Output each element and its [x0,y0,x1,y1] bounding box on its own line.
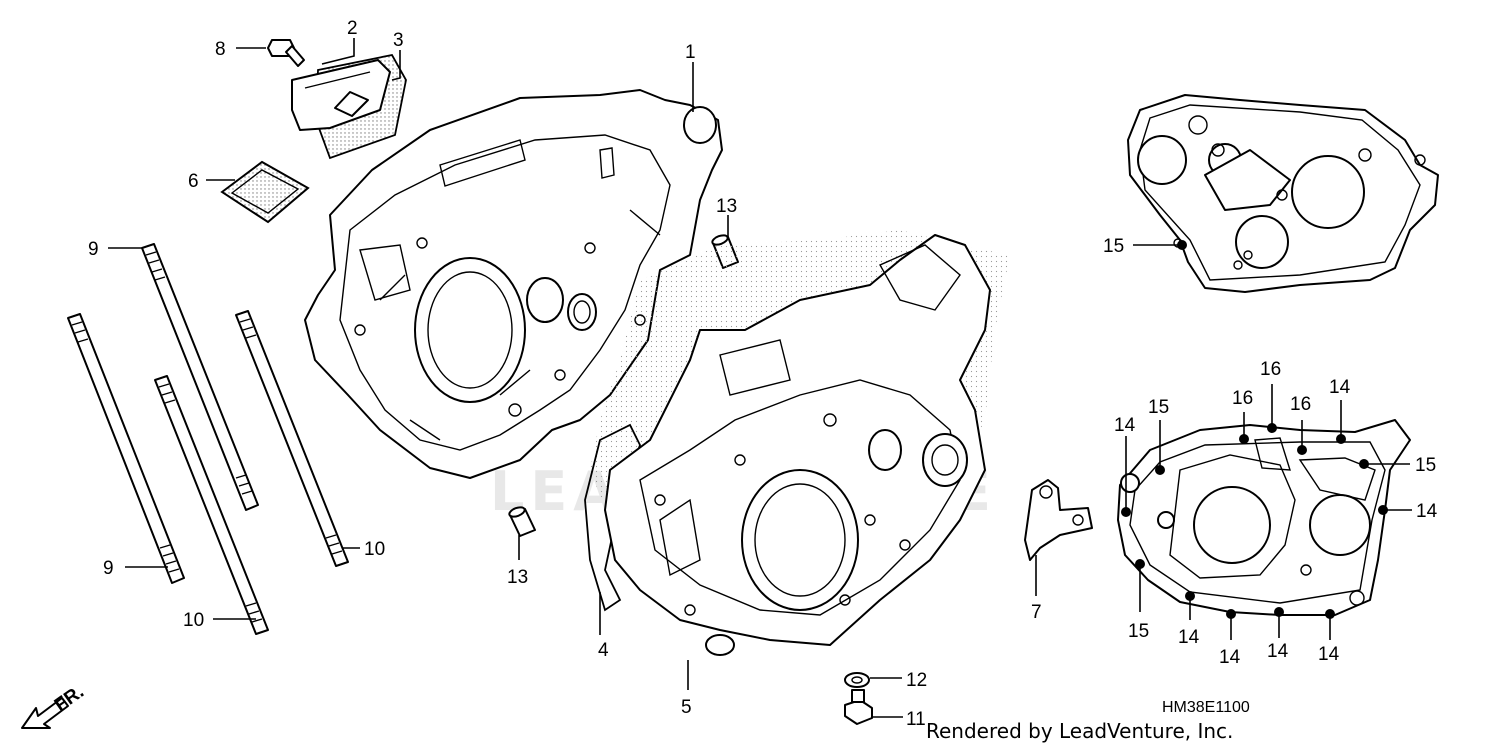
stud-9-upper[interactable] [141,243,259,511]
callout-3: 3 [393,30,404,51]
part-13-dowel-lower[interactable] [508,506,536,537]
callout-13-upper: 13 [716,196,737,217]
callout-14-d: 14 [1178,627,1200,648]
callout-15-c: 15 [1415,455,1436,476]
callout-15-b: 15 [1148,397,1169,418]
leader-lines [108,38,1412,718]
callout-7: 7 [1031,602,1042,623]
bolt-hole-markers [1121,240,1388,619]
part-gasket-lower[interactable] [1117,419,1411,616]
part-5-crankcase-right[interactable] [604,234,991,656]
callout-16-c: 16 [1290,394,1311,415]
stud-10-left[interactable] [154,375,269,635]
callout-15-upper: 15 [1103,236,1124,257]
callout-10-right: 10 [364,539,385,560]
callout-1: 1 [685,42,696,63]
credit-text: Rendered by LeadVenture, Inc. [926,719,1233,743]
front-marker-label: FR. [51,681,88,716]
callout-15-d: 15 [1128,621,1149,642]
callout-13-lower: 13 [507,567,528,588]
callout-14-e: 14 [1219,647,1241,668]
callout-6: 6 [188,171,199,192]
callout-10-left: 10 [183,610,204,631]
callout-5: 5 [681,697,692,718]
callout-16-b: 16 [1232,388,1253,409]
diagram-code: HM38E1100 [1162,699,1250,716]
part-6-screen[interactable] [220,160,310,224]
callout-4: 4 [598,640,609,661]
part-7-bracket[interactable] [1024,479,1093,561]
callout-11: 11 [906,709,926,730]
callout-9-lower: 9 [103,558,114,579]
part-12-washer[interactable] [844,672,870,688]
callout-14-a: 14 [1114,415,1136,436]
front-arrow-icon [21,697,69,729]
callout-9-upper: 9 [88,239,99,260]
part-8-bolt[interactable] [267,39,305,67]
callout-14-c: 14 [1416,501,1438,522]
part-11-bolt[interactable] [844,689,873,725]
part-15-gasket-upper[interactable] [1127,94,1439,293]
part-2-cover[interactable] [291,59,391,131]
callout-2: 2 [347,18,358,39]
callout-14-b: 14 [1329,377,1351,398]
callout-8: 8 [215,39,226,60]
stud-10-right[interactable] [235,310,349,567]
callout-14-f: 14 [1267,641,1289,662]
callout-16-a: 16 [1260,359,1281,380]
callout-labels: 1 2 3 4 5 6 7 8 9 9 10 10 11 12 13 13 14… [88,18,1438,730]
callout-12: 12 [906,670,927,691]
stud-9-lower[interactable] [67,313,185,584]
callout-14-g: 14 [1318,644,1340,665]
